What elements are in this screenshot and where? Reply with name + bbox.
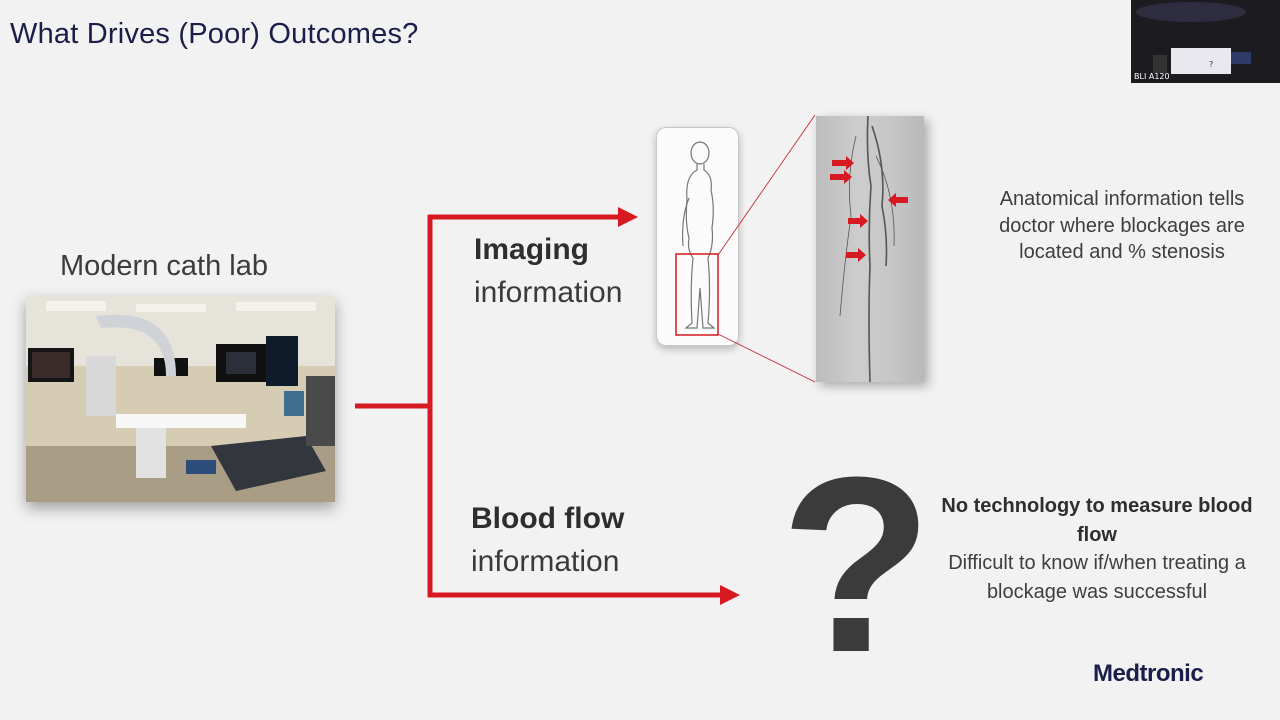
blood-flow-label: Blood flow information	[471, 497, 624, 583]
webcam-label: BLI A120	[1134, 72, 1170, 81]
medtronic-logo: Medtronic	[1093, 660, 1204, 687]
cath-lab-illustration	[26, 296, 335, 502]
imaging-label: Imaging information	[474, 228, 622, 314]
connector-diagram	[355, 207, 740, 605]
leg-highlight-box	[675, 253, 719, 336]
imaging-arrow-head	[618, 207, 638, 227]
angiogram-image	[816, 115, 924, 383]
anatomical-info-text: Anatomical information tells doctor wher…	[999, 188, 1245, 263]
red-arrow-icon	[888, 193, 908, 207]
question-mark-icon: ?	[780, 425, 933, 704]
red-arrow-icon	[846, 248, 866, 262]
blockage-arrows	[830, 156, 908, 262]
imaging-label-rest: information	[474, 276, 623, 309]
red-arrow-icon	[848, 214, 868, 228]
svg-text:?: ?	[1209, 60, 1213, 69]
red-arrow-icon	[830, 170, 852, 184]
no-technology-heading: No technology to measure blood flow	[941, 495, 1253, 546]
blood-flow-label-bold: Blood flow	[471, 502, 625, 535]
cath-lab-photo	[26, 296, 335, 502]
imaging-label-bold: Imaging	[474, 233, 590, 266]
bloodflow-arrow-head	[720, 585, 740, 605]
human-body-icon	[675, 141, 719, 336]
slide-title: What Drives (Poor) Outcomes?	[10, 18, 419, 50]
zoom-lines	[717, 114, 816, 383]
cath-lab-label: Modern cath lab	[60, 250, 268, 282]
webcam-scene: ?	[1131, 0, 1280, 83]
blood-flow-label-rest: information	[471, 545, 620, 578]
blood-flow-description: Difficult to know if/when treating a blo…	[948, 552, 1246, 603]
angiogram-vessels	[830, 115, 908, 383]
human-body-card	[656, 127, 739, 346]
webcam-thumbnail[interactable]: ? BLI A120	[1131, 0, 1280, 83]
red-arrow-icon	[832, 156, 854, 170]
